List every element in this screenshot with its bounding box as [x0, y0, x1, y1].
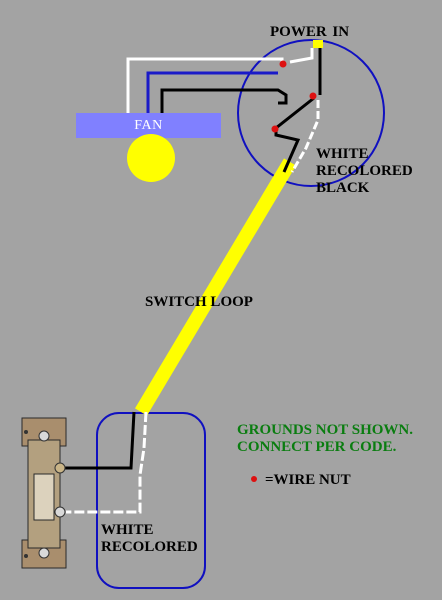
fan-black-wire: [160, 88, 288, 113]
wire-nut-legend: =WIRE NUT: [265, 472, 351, 488]
loop-white-recolored: [290, 100, 320, 173]
recolored-label-ceiling: RECOLORED: [316, 163, 413, 179]
fan-white-wire: [126, 57, 284, 113]
white-label-switch: WHITE: [101, 522, 154, 538]
grounds-note-line-1: GROUNDS NOT SHOWN.: [237, 422, 414, 438]
white-label-ceiling: WHITE: [316, 146, 369, 162]
fan-bar: [76, 113, 221, 138]
light-switch-icon: [21, 417, 67, 569]
ceiling-box: [237, 39, 385, 187]
wire-nut-icon: [309, 92, 317, 100]
switch-loop-cable: [134, 158, 297, 416]
switch-box: [96, 412, 206, 589]
wire-nut-icon: [279, 60, 287, 68]
loop-black-hot: [274, 96, 315, 173]
power-in-white: [289, 48, 314, 64]
switch-black-wire: [65, 411, 136, 470]
black-label-ceiling: BLACK: [316, 180, 370, 196]
switch-white-wire: [66, 411, 148, 514]
switch-loop-label: SWITCH LOOP: [145, 294, 253, 310]
fan-blue-wire: [146, 71, 278, 113]
light-bulb-icon: [127, 134, 175, 182]
wire-nut-icon: [251, 476, 257, 482]
fan-label: FAN: [134, 117, 163, 133]
wire-nut-icon: [271, 125, 279, 133]
recolored-label-switch: RECOLORED: [101, 539, 198, 555]
power-in-label: POWER IN: [270, 24, 350, 40]
grounds-note-line-2: CONNECT PER CODE.: [237, 439, 397, 455]
